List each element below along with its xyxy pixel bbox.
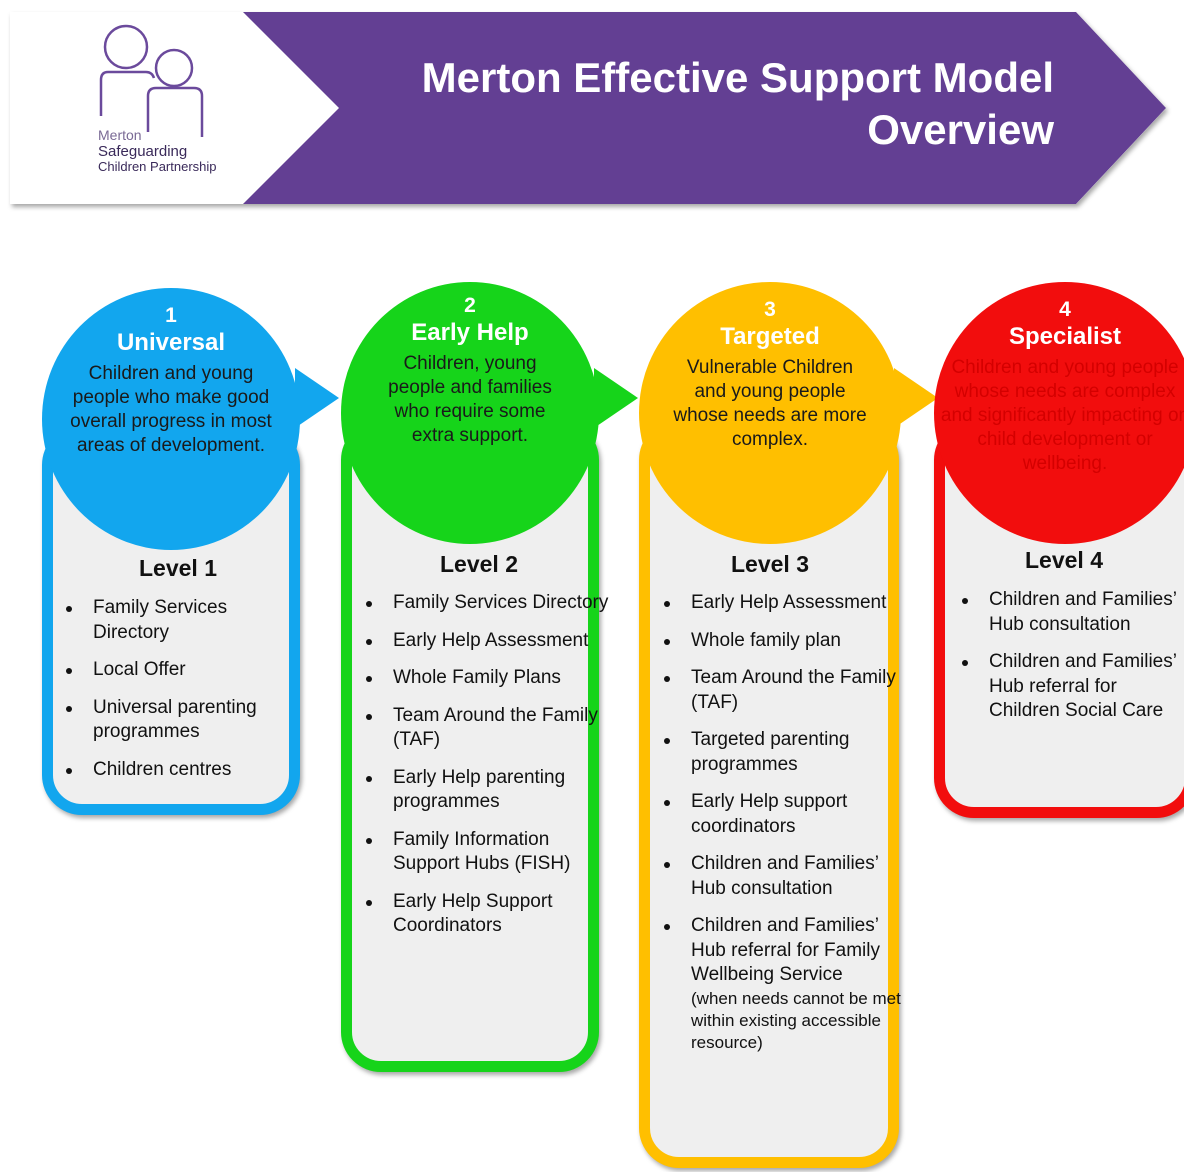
logo-line-partnership: Children Partnership <box>98 159 217 175</box>
level-name: Targeted <box>720 323 820 350</box>
level-item-list: Early Help Assessment Whole family plan … <box>661 591 901 1067</box>
level-label: Level 3 <box>731 551 809 577</box>
level-number: 2 <box>464 294 476 317</box>
level-label: Level 1 <box>139 555 217 581</box>
level-label: Level 2 <box>440 551 518 577</box>
level-bubble: 4 Specialist Children and young people w… <box>934 282 1184 544</box>
list-item: Targeted parenting programmes <box>664 728 901 777</box>
level-description: Children, young people and families who … <box>388 353 552 446</box>
logo-line-merton: Merton <box>98 127 142 143</box>
logo-line-safeguarding: Safeguarding <box>98 143 188 161</box>
list-item: Family Services Directory <box>66 596 303 645</box>
list-item: Early Help Assessment <box>664 591 901 616</box>
list-item: Early Help parenting programmes <box>366 766 613 815</box>
list-item: Local Offer <box>66 658 303 683</box>
level-description: Vulnerable Children and young people who… <box>673 357 867 450</box>
partnership-logo-icon <box>99 24 204 137</box>
level-item-list: Children and Families’ Hub consultation … <box>959 588 1184 737</box>
banner-arrow-shape <box>10 12 1166 204</box>
page-title: Merton Effective Support Model Overview <box>294 52 1054 156</box>
list-item: Early Help Support Coordinators <box>366 890 613 939</box>
list-item: Family Services Directory <box>366 591 613 616</box>
level-number: 1 <box>165 304 177 327</box>
list-item: Children and Families’ Hub consultation <box>962 588 1184 637</box>
level-item-list: Family Services Directory Early Help Ass… <box>363 591 613 952</box>
level-bubble: 3 Targeted Vulnerable Children and young… <box>639 282 901 544</box>
level-number: 3 <box>764 298 776 321</box>
page-title-line1: Merton Effective Support Model <box>421 54 1054 101</box>
list-item: Early Help Assessment <box>366 629 613 654</box>
arrow-right-icon <box>894 368 938 428</box>
list-item: Team Around the Family (TAF) <box>664 666 901 715</box>
level-number: 4 <box>1059 298 1071 321</box>
list-item: Family Information Support Hubs (FISH) <box>366 828 613 877</box>
list-item: Children and Families’ Hub referral for … <box>664 914 901 1054</box>
level-bubble: 1 Universal Children and young people wh… <box>42 288 300 550</box>
level-bubble: 2 Early Help Children, young people and … <box>341 282 599 544</box>
list-item: Children and Families’ Hub referral for … <box>962 650 1184 724</box>
level-item-list: Family Services Directory Local Offer Un… <box>63 596 303 795</box>
list-item: Team Around the Family (TAF) <box>366 704 613 753</box>
arrow-right-icon <box>295 368 339 428</box>
list-item-text: Children and Families’ Hub referral for … <box>691 915 880 985</box>
level-label: Level 4 <box>1025 547 1103 573</box>
list-item: Whole Family Plans <box>366 666 613 691</box>
list-item: Children centres <box>66 758 303 783</box>
level-description: Children and young people whose needs ar… <box>940 357 1184 474</box>
level-card-body <box>639 420 899 1168</box>
logo-text: Merton Safeguarding Children Partnership <box>98 127 217 175</box>
list-item: Universal parenting programmes <box>66 696 303 745</box>
list-item-note: (when needs cannot be met within existin… <box>691 988 901 1052</box>
level-description: Children and young people who make good … <box>70 363 272 456</box>
list-item: Whole family plan <box>664 629 901 654</box>
list-item: Early Help support coordinators <box>664 790 901 839</box>
page-title-line2: Overview <box>867 106 1054 153</box>
list-item: Children and Families’ Hub consultation <box>664 852 901 901</box>
arrow-right-icon <box>594 368 638 428</box>
level-name: Universal <box>116 329 226 356</box>
level-name: Specialist <box>1008 323 1122 350</box>
level-name: Early Help <box>411 319 529 346</box>
header-banner: Merton Safeguarding Children Partnership… <box>0 0 1184 215</box>
